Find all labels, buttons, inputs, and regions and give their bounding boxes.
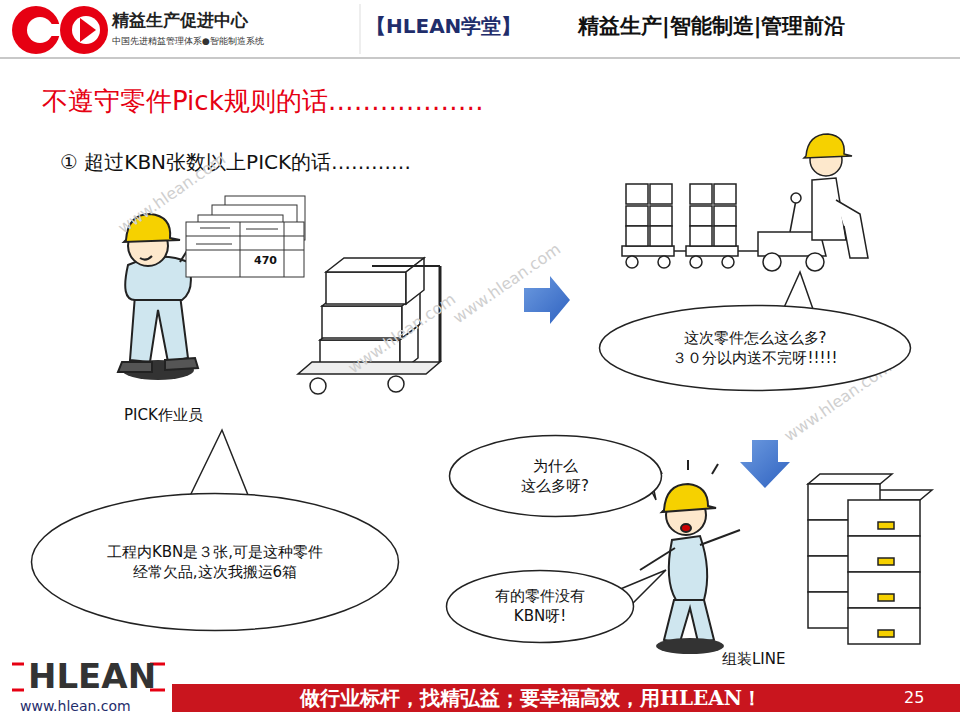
header-slogan: 精益生产|智能制造|管理前沿: [578, 14, 845, 39]
assembly-line-shelves: [808, 474, 932, 644]
logo-mark: [12, 6, 108, 54]
bubble-text-wrap: 有的零件没有 KBN呀!: [484, 586, 596, 627]
watermark: www.hlean.com: [449, 239, 564, 327]
brand-name: 精益生产促进中心: [112, 10, 248, 30]
bubble-text: 这次零件怎么这么多? ３０分以内送不完呀!!!!!: [653, 328, 858, 369]
speech-bubble: 工程内KBN是３张,可是这种零件经常欠品,这次我搬运6箱: [30, 492, 400, 632]
bubble-text-wrap: 为什么 这么多呀?: [500, 456, 610, 497]
speech-bubble: 这次零件怎么这么多? ３０分以内送不完呀!!!!!: [598, 304, 912, 392]
brand-tagline: 中国先进精益管理体系●智能制造系统: [112, 36, 264, 47]
bubble-outline: [598, 304, 912, 392]
flow-arrow: [740, 440, 790, 488]
bubble-text-wrap: 这次零件怎么这么多? ３０分以内送不完呀!!!!!: [653, 328, 858, 369]
page-number: 25: [904, 688, 924, 707]
subtitle: ① 超过KBN张数以上PICK的话…………: [60, 150, 411, 174]
footer-logo: HLEAN: [28, 656, 156, 697]
header-tag: 【HLEAN学堂】: [366, 14, 521, 38]
bubble-text: 为什么 这么多呀?: [500, 456, 610, 497]
kanban-cards: [186, 196, 305, 277]
tugger-train: [622, 134, 868, 271]
bubble-outline: [445, 569, 635, 644]
header-rule: [0, 57, 960, 59]
bubble-text: 工程内KBN是３张,可是这种零件经常欠品,这次我搬运6箱: [100, 542, 330, 583]
footer-band: [172, 684, 960, 712]
flow-arrow: [524, 276, 570, 324]
bubble-outline: [448, 434, 663, 518]
speech-bubble: 为什么 这么多呀?: [448, 434, 663, 518]
card-number: 470: [252, 254, 279, 267]
bubble-text: 有的零件没有 KBN呀!: [484, 586, 596, 627]
line-label: 组装LINE: [722, 650, 785, 668]
worker-label: PICK作业员: [124, 406, 203, 424]
slide-title: 不遵守零件Pick规则的话………………: [42, 86, 484, 117]
bubble-outline: [30, 492, 400, 632]
bubble-text-wrap: 工程内KBN是３张,可是这种零件经常欠品,这次我搬运6箱: [100, 542, 330, 583]
footer-slogan: 做行业标杆，找精弘益；要幸福高效，用HLEAN！: [300, 686, 762, 710]
footer-url: www.hlean.com: [20, 698, 131, 715]
speech-bubble: 有的零件没有 KBN呀!: [445, 569, 635, 644]
